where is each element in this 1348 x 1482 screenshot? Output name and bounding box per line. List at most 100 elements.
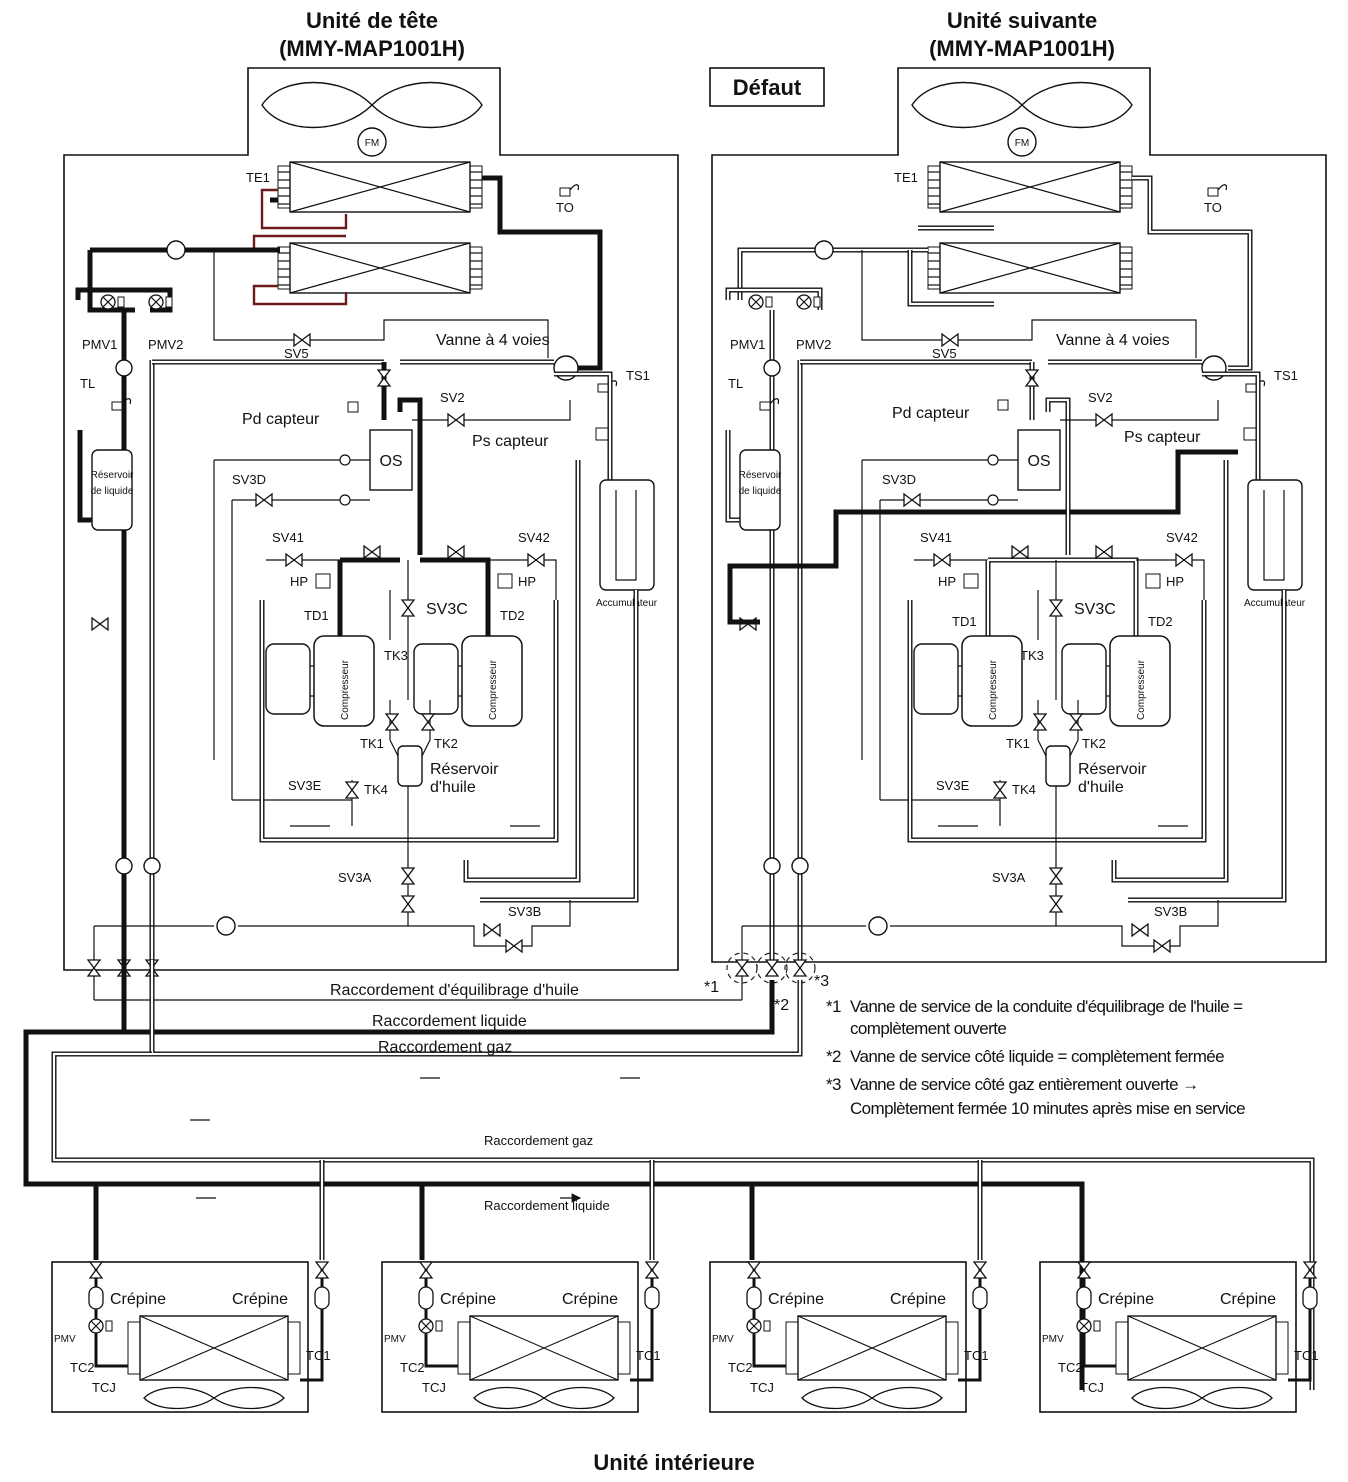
head-ts1-sensor-icon xyxy=(597,380,618,393)
follower-tk1-valve xyxy=(1033,713,1047,731)
note-2-mark: *2 xyxy=(826,1047,841,1066)
head-pmv2-icon xyxy=(148,294,173,310)
indoor-unit-3-tc2-label: TC2 xyxy=(728,1360,753,1375)
indoor-unit-2-casing xyxy=(381,1261,639,1413)
head-to-label: TO xyxy=(556,200,574,215)
follower-hp-label-right: HP xyxy=(1166,574,1184,589)
head-sv3c-label: SV3C xyxy=(426,601,468,618)
head-ps-label: Ps capteur xyxy=(472,433,549,450)
head-sv3d-label: SV3D xyxy=(232,472,266,487)
follower-sv3b-label: SV3B xyxy=(1154,904,1187,919)
indoor-unit-1-gas-valve xyxy=(315,1261,329,1279)
follower-sv42-label: SV42 xyxy=(1166,530,1198,545)
service-mark-1: *1 xyxy=(704,979,719,996)
indoor-unit-4-strainer-left-label: Crépine xyxy=(1098,1291,1154,1308)
follower-sv3d-label: SV3D xyxy=(882,472,916,487)
follower-ts1-label: TS1 xyxy=(1274,368,1298,383)
note-3-mark: *3 xyxy=(826,1075,841,1094)
indoor-unit-1-pmv-label: PMV xyxy=(54,1334,76,1345)
follower-check-valve-1 xyxy=(1011,545,1029,559)
follower-oil-tank xyxy=(1045,745,1071,787)
follower-pmv2-icon xyxy=(796,294,821,310)
follower-heat-exchanger-upper xyxy=(927,161,1133,213)
follower-pd-label: Pd capteur xyxy=(892,405,970,422)
head-discharge-check-valve xyxy=(377,369,391,387)
follower-unit-model: (MMY-MAP1001H) xyxy=(929,36,1115,61)
head-accumulator-label: Accumulateur xyxy=(596,598,658,609)
follower-sv3a-check xyxy=(1049,895,1063,913)
indoor-unit-4-pmv-icon xyxy=(1076,1318,1101,1334)
head-pmv1-icon xyxy=(100,294,125,310)
follower-ps-label: Ps capteur xyxy=(1124,429,1201,446)
follower-gas-service-valve xyxy=(793,959,807,977)
follower-heat-exchanger-lower xyxy=(927,242,1133,294)
follower-check-valve-2 xyxy=(1095,545,1113,559)
follower-tl-sensor-icon xyxy=(759,398,780,411)
head-os-label: OS xyxy=(379,453,402,470)
follower-td1-label: TD1 xyxy=(952,614,977,629)
head-pd-label: Pd capteur xyxy=(242,411,320,428)
follower-oil-service-valve xyxy=(735,959,749,977)
indoor-unit-1-pmv-icon xyxy=(88,1318,113,1334)
head-sv3d-valve xyxy=(255,493,273,507)
follower-to-label: TO xyxy=(1204,200,1222,215)
indoor-unit-4-strainer-right xyxy=(1302,1286,1318,1310)
service-mark-2: *2 xyxy=(774,997,789,1014)
pipe-gas-main-label: Raccordement gaz xyxy=(484,1133,593,1148)
indoor-unit-1-strainer-right xyxy=(314,1286,330,1310)
head-oil-tank-label-2: d'huile xyxy=(430,779,476,796)
head-check-valve-1 xyxy=(363,545,381,559)
pipe-liquid-main-label: Raccordement liquide xyxy=(484,1198,610,1213)
indoor-unit-2-tcj-label: TCJ xyxy=(422,1380,446,1395)
follower-fan-motor-label: FM xyxy=(1015,138,1029,149)
follower-os-label: OS xyxy=(1027,453,1050,470)
follower-sv5-valve xyxy=(941,333,959,347)
indoor-unit-title: Unité intérieure xyxy=(593,1450,754,1475)
head-pmv2-label: PMV2 xyxy=(148,337,183,352)
head-fan-icon xyxy=(261,81,483,129)
head-tl-label: TL xyxy=(80,376,95,391)
head-hp-label-right: HP xyxy=(518,574,536,589)
head-tk2-valve xyxy=(421,713,435,731)
indoor-unit-3-strainer-left-label: Crépine xyxy=(768,1291,824,1308)
indoor-unit-2-fan-icon xyxy=(473,1386,615,1410)
head-sv5-valve xyxy=(293,333,311,347)
follower-te1-label: TE1 xyxy=(894,170,918,185)
head-oil-tank-label-1: Réservoir xyxy=(430,761,499,778)
indoor-unit-3-casing xyxy=(709,1261,967,1413)
follower-tk2-label: TK2 xyxy=(1082,736,1106,751)
follower-oil-tank-label-1: Réservoir xyxy=(1078,761,1147,778)
follower-pmv1-label: PMV1 xyxy=(730,337,765,352)
follower-sv3e-label: SV3E xyxy=(936,778,970,793)
indoor-unit-1-tc2-label: TC2 xyxy=(70,1360,95,1375)
indoor-unit-2-pmv-label: PMV xyxy=(384,1334,406,1345)
follower-sv2-label: SV2 xyxy=(1088,390,1113,405)
head-compressor-1-label: Compresseur xyxy=(340,659,351,720)
follower-sv3a-label: SV3A xyxy=(992,870,1026,885)
head-pmv1-label: PMV1 xyxy=(82,337,117,352)
note-1-line2: complètement ouverte xyxy=(850,1019,1006,1038)
follower-accumulator-label: Accumulateur xyxy=(1244,598,1306,609)
indoor-unit-4-fan-icon xyxy=(1131,1386,1273,1410)
indoor-unit-1-strainer-left xyxy=(88,1286,104,1310)
head-compressor-2-label: Compresseur xyxy=(488,659,499,720)
head-sv42-valve xyxy=(527,553,545,567)
head-sv41-label: SV41 xyxy=(272,530,304,545)
head-sv3a-valve xyxy=(401,867,415,885)
follower-hp-label-left: HP xyxy=(938,574,956,589)
note-3-line1: Vanne de service côté gaz entièrement ou… xyxy=(850,1075,1199,1094)
follower-sv3b-check xyxy=(1153,939,1171,953)
indoor-unit-1-casing xyxy=(51,1261,309,1413)
indoor-unit-2-strainer-left xyxy=(418,1286,434,1310)
indoor-unit-3-pmv-icon xyxy=(746,1318,771,1334)
note-1-line1: Vanne de service de la conduite d'équili… xyxy=(850,997,1243,1016)
indoor-unit-4-strainer-left xyxy=(1076,1286,1092,1310)
indoor-unit-3-tc1-label: TC1 xyxy=(964,1348,989,1363)
follower-compressor-1 xyxy=(913,635,1023,727)
head-accumulator xyxy=(599,479,655,591)
head-td2-label: TD2 xyxy=(500,608,525,623)
follower-sv3d-valve xyxy=(903,493,921,507)
indoor-unit-4-pmv-label: PMV xyxy=(1042,1334,1064,1345)
